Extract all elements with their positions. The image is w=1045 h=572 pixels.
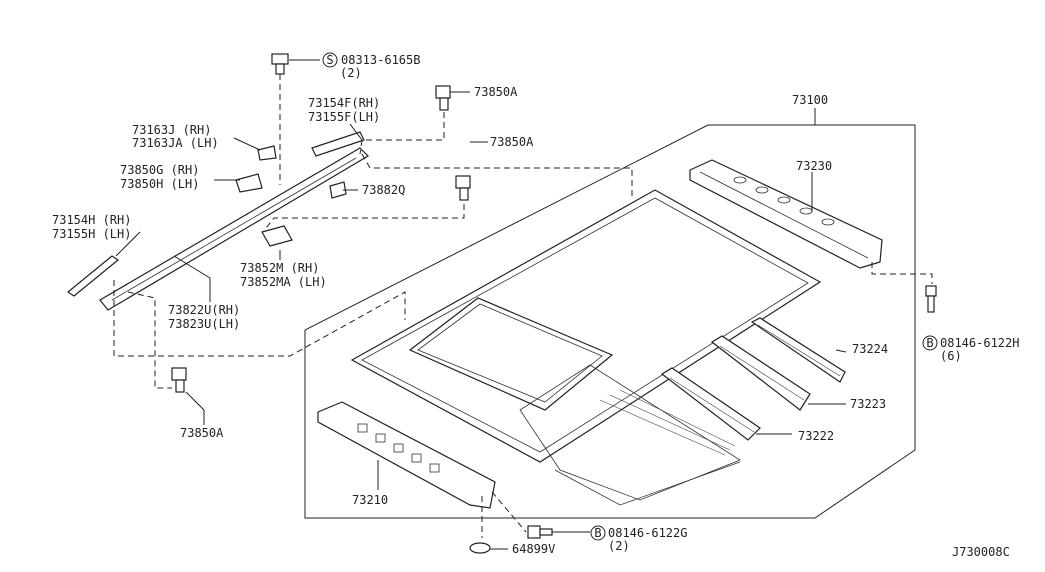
bolt-08313-icon	[271, 53, 289, 75]
roof-bow-73224	[750, 317, 846, 383]
label-73882Q: 73882Q	[362, 183, 405, 197]
rear-roof-rail-73210	[317, 401, 496, 509]
label-08313-qty: (2)	[340, 66, 362, 80]
molding-73154H	[66, 255, 120, 297]
label-73155H: 73155H (LH)	[52, 227, 131, 241]
clip-73163J	[257, 145, 277, 161]
clip-73850A-mid-icon	[455, 175, 471, 201]
grommet-64899V-icon	[469, 542, 491, 554]
label-08146H-qty: (6)	[940, 349, 962, 363]
label-73850G: 73850G (RH)	[120, 163, 199, 177]
label-73822U: 73822U(RH)	[168, 303, 240, 317]
dashed-leader-lines	[113, 74, 933, 538]
symbol-b-icon-2: B	[590, 525, 606, 541]
leader-lines	[115, 59, 847, 550]
clip-73850G	[235, 173, 263, 193]
label-73155F: 73155F(LH)	[308, 110, 380, 124]
symbol-s-text: S	[326, 53, 333, 67]
bolt-08146G-icon	[527, 525, 553, 539]
label-64899V: 64899V	[512, 542, 555, 556]
label-73163J: 73163J (RH)	[132, 123, 211, 137]
clip-73882Q	[329, 181, 347, 199]
label-73230: 73230	[796, 159, 832, 173]
clip-73850A-top-icon	[435, 85, 451, 111]
label-08313: 08313-6165B	[341, 53, 420, 67]
label-73154F: 73154F(RH)	[308, 96, 380, 110]
symbol-s-icon: S	[322, 52, 338, 68]
label-73850H: 73850H (LH)	[120, 177, 199, 191]
label-73852MA: 73852MA (LH)	[240, 275, 327, 289]
label-73163JA: 73163JA (LH)	[132, 136, 219, 150]
symbol-b-icon-1: B	[922, 335, 938, 351]
label-08146G-qty: (2)	[608, 539, 630, 553]
diagram-id: J730008C	[952, 545, 1010, 559]
label-73852M: 73852M (RH)	[240, 261, 319, 275]
roof-side-rail-73822U	[99, 147, 369, 311]
label-73154H: 73154H (RH)	[52, 213, 131, 227]
roof-bow-73222	[660, 367, 761, 441]
label-73100: 73100	[792, 93, 828, 107]
label-73823U: 73823U(LH)	[168, 317, 240, 331]
label-73850A-top: 73850A	[474, 85, 518, 99]
roof-bow-73223	[710, 335, 811, 411]
label-73850A-mid: 73850A	[490, 135, 534, 149]
clip-73852M	[261, 225, 293, 247]
label-08146G: 08146-6122G	[608, 526, 687, 540]
roof-panel	[350, 189, 822, 463]
bolt-08146H-icon	[925, 285, 937, 313]
label-73223: 73223	[850, 397, 886, 411]
symbol-b-text-2: B	[594, 526, 601, 540]
label-08146H: 08146-6122H	[940, 336, 1019, 350]
symbol-b-text-1: B	[926, 336, 933, 350]
end-cap-73154F	[311, 131, 365, 157]
front-roof-rail-73230	[689, 159, 883, 269]
label-73210: 73210	[352, 493, 388, 507]
sunroof-frame	[519, 364, 741, 506]
label-73850A-low: 73850A	[180, 426, 224, 440]
assembly-boundary	[304, 124, 916, 519]
clip-73850A-low-icon	[171, 367, 187, 393]
label-73222: 73222	[798, 429, 834, 443]
label-73224: 73224	[852, 342, 888, 356]
